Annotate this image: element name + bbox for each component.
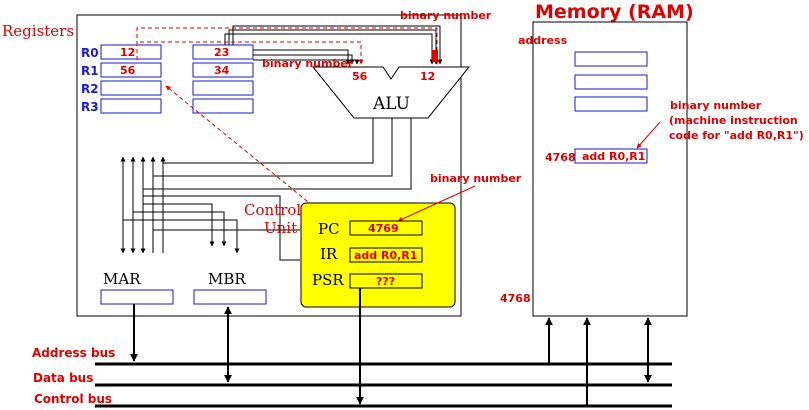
register-cell (100, 80, 162, 96)
memory-annotation-line3: code for "add R0,R1") (669, 129, 804, 142)
register-cell (192, 98, 254, 114)
register-cell (100, 98, 162, 114)
memory-annotation-line2: (machine instruction (669, 114, 798, 127)
psr-value: ??? (376, 275, 395, 288)
memory-cell (574, 96, 648, 112)
pc-annotation-arrow (397, 185, 476, 222)
register-name-r1: R1 (81, 64, 99, 78)
internal-bus-wires (120, 118, 412, 261)
register-cell (100, 44, 162, 60)
register-alu-wires (224, 25, 443, 65)
mbr-register (193, 289, 267, 305)
mar-label: MAR (103, 270, 141, 288)
pc-register (349, 220, 423, 236)
alu-shape (311, 66, 471, 119)
memory-address-label: address (518, 34, 568, 47)
pc-value: 4769 (368, 222, 399, 235)
register-file-b: 23 34 (192, 44, 254, 114)
binary-number-pc-label: binary number (430, 172, 522, 185)
psr-label: PSR (312, 271, 344, 289)
ir-value: add R0,R1 (354, 249, 417, 262)
mbr-label: MBR (208, 270, 246, 288)
control-bus-label: Control bus (34, 392, 112, 406)
alu-input-left: 56 (352, 70, 368, 83)
address-bus-label: Address bus (32, 346, 115, 360)
ir-label: IR (320, 245, 338, 263)
memory-cell-instruction (574, 148, 648, 164)
register-name-r3: R3 (81, 100, 99, 114)
ir-register (349, 247, 423, 263)
memory-cell-value: add R0,R1 (582, 150, 645, 163)
register-value-b-r1: 34 (214, 64, 230, 77)
register-cell (192, 44, 254, 60)
register-value-a-r1: 56 (120, 64, 136, 77)
system-buses (95, 362, 672, 408)
memory-title: Memory (RAM) (535, 1, 694, 23)
register-cell (192, 80, 254, 96)
psr-register (349, 273, 423, 289)
data-bus-label: Data bus (33, 371, 93, 385)
alu-input-right: 12 (420, 70, 435, 83)
alu-label: ALU (372, 94, 410, 114)
registers-label: Registers (2, 22, 74, 40)
pc-label: PC (318, 220, 340, 238)
register-cell (192, 62, 254, 78)
alu-input-marker-right (432, 50, 438, 62)
register-cell (100, 62, 162, 78)
binary-number-top-label: binary number (400, 9, 492, 22)
control-unit-box (300, 202, 456, 308)
bus-connections (130, 288, 652, 406)
memory-cell-address: 4768 (545, 151, 576, 164)
register-value-b-r0: 23 (214, 46, 229, 59)
register-name-r2: R2 (81, 82, 99, 96)
memory-cell (574, 74, 648, 90)
mar-register (100, 289, 174, 305)
register-names: R0 R1 R2 R3 (81, 46, 99, 114)
memory-annotation-arrow (636, 121, 661, 149)
memory-cell (574, 51, 648, 67)
memory-annotation-line1: binary number (670, 99, 762, 112)
memory-bottom-address: 4768 (500, 292, 531, 305)
register-value-a-r0: 12 (120, 46, 135, 59)
register-file-a: 12 56 (100, 44, 162, 114)
cpu-box (76, 14, 462, 317)
register-name-r0: R0 (81, 46, 99, 60)
control-unit-label-line2: Unit (264, 219, 297, 237)
memory-box (532, 21, 688, 317)
control-unit-label-line1: Control (244, 201, 301, 219)
